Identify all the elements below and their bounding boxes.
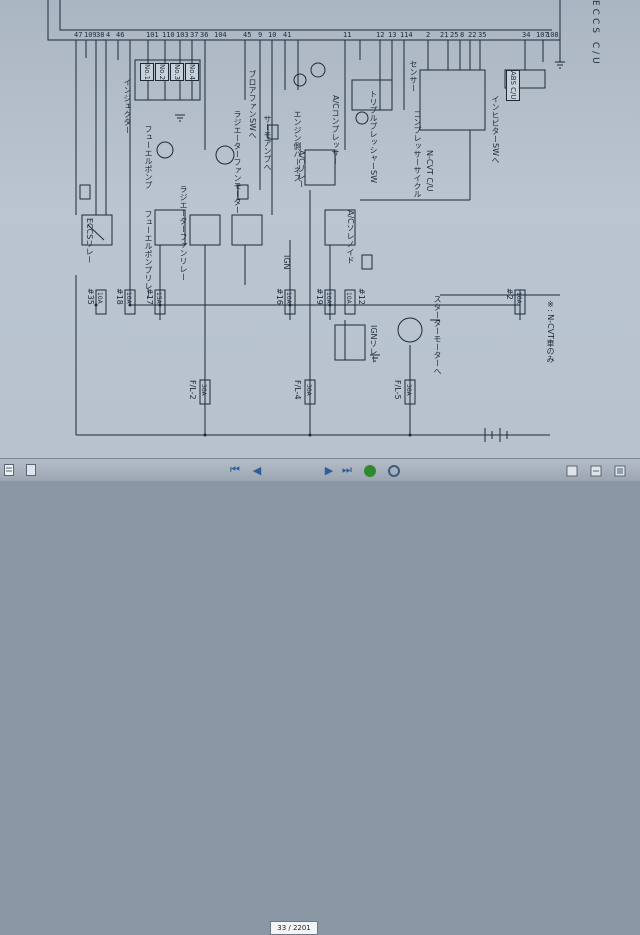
fuel-pump-relay-label: フューエルポンプリレー	[144, 210, 153, 298]
last-page-icon[interactable]: ⏭	[342, 463, 352, 476]
pin-114: 114	[400, 31, 413, 39]
injector-label: インジェクター	[123, 78, 132, 134]
fuse-2-rating: 10A	[515, 292, 522, 304]
fuse-18: #18	[115, 288, 124, 305]
pin-36: 36	[200, 31, 209, 39]
pin-10: 10	[268, 31, 277, 39]
tool-icon-2[interactable]	[590, 464, 602, 478]
tool-icon-3[interactable]	[614, 464, 626, 478]
tool-icon-1[interactable]	[566, 464, 578, 478]
pin-13: 13	[388, 31, 397, 39]
pin-2: 2	[426, 31, 431, 39]
ign-label: IGN	[282, 255, 291, 270]
radiator-fan-motor-label: ラジエーターファンモーター	[233, 110, 242, 214]
fusible-link-4: F/L-4	[293, 380, 302, 400]
fuse-17-rating: 15A	[155, 292, 162, 304]
page-number-field[interactable]: 33 / 2201	[270, 921, 318, 935]
pin-9: 9	[258, 31, 263, 39]
fuse-2: #2	[505, 288, 514, 300]
abs-cu-label: ABS C/U	[506, 70, 520, 101]
injector-2: No.2	[155, 63, 169, 82]
pin-110: 110	[162, 31, 175, 39]
previous-page-icon[interactable]: ◀	[252, 463, 262, 477]
ac-compressor-label: A/Cコンプレッサー	[331, 95, 340, 165]
fusible-link-2-rating: 30A	[200, 384, 207, 396]
pin-35: 35	[478, 31, 487, 39]
refresh-icon[interactable]	[388, 464, 400, 478]
inhibitor-sw-label: インヒビターSWへ	[491, 95, 500, 164]
pin-37: 37	[190, 31, 199, 39]
go-icon[interactable]	[364, 464, 376, 478]
fuse-12-rating: 10A	[345, 292, 352, 304]
fuse-19: #19	[315, 288, 324, 305]
injector-1: No.1	[140, 63, 154, 82]
ign-relay-label: IGNリレー	[369, 325, 378, 364]
pin-34: 34	[522, 31, 531, 39]
pin-38: 38	[96, 31, 105, 39]
thermo-amp-label: サーモアンプへ	[263, 115, 272, 171]
eccs-relay-label: ECCSリレー	[85, 218, 94, 264]
footnote: ※: N-CVT車のみ	[546, 300, 555, 364]
document-page: ECCS C/U ABS C/U 47 109 38 4 46 101 110 …	[0, 0, 640, 458]
ac-relay-label: A/Cリレー	[297, 150, 306, 188]
pin-25: 25	[450, 31, 459, 39]
injector-4: No.4	[185, 63, 199, 82]
fuse-16-rating: 10A	[285, 292, 292, 304]
blower-fan-label: ブロアファンSWへ	[248, 70, 257, 139]
pin-11: 11	[343, 31, 352, 39]
fuse-17: #17	[145, 288, 154, 305]
wiring-diagram	[47, 0, 565, 442]
pin-21: 21	[440, 31, 449, 39]
pin-109: 109	[84, 31, 97, 39]
pin-107: 107	[536, 31, 549, 39]
radiator-fan-relay-label: ラジエーターファンリレー	[179, 185, 188, 281]
starter-label: スターターモーターへ	[433, 295, 442, 375]
pin-12: 12	[376, 31, 385, 39]
ncvt-cu-label: N-CVT C/U	[425, 150, 434, 192]
pin-4: 4	[106, 31, 111, 39]
engine-harness-label: エンジン側ハーネス	[293, 110, 302, 182]
fusible-link-5: F/L-5	[393, 380, 402, 400]
next-page-icon[interactable]: ▶	[324, 463, 334, 477]
fusible-link-5-rating: 30A	[405, 384, 412, 396]
pin-22: 22	[468, 31, 477, 39]
first-page-icon[interactable]: ⏮	[230, 463, 240, 476]
compressor-cycle-label: コンプレッサーサイクル	[413, 110, 422, 198]
ac-solenoid-label: A/Cソレノイド	[346, 210, 355, 264]
fuel-pump-label: フューエルポンプ	[144, 125, 153, 189]
fuse-12: #12	[357, 288, 366, 305]
pin-101: 101	[146, 31, 159, 39]
ecu-title: ECCS C/U	[590, 0, 600, 67]
pin-103: 103	[176, 31, 189, 39]
fuse-35-rating: 10A	[96, 292, 103, 304]
pin-8: 8	[460, 31, 465, 39]
pin-41: 41	[283, 31, 292, 39]
fuse-35: #35	[86, 288, 95, 305]
viewer-toolbar: ⏮ ◀ 33 / 2201 ▶ ⏭	[0, 458, 640, 935]
fuse-18-rating: 10A	[125, 292, 132, 304]
sensor-label: センサー	[409, 60, 418, 92]
injector-3: No.3	[170, 63, 184, 82]
fusible-link-2: F/L-2	[188, 380, 197, 400]
pin-108: 108	[546, 31, 559, 39]
fuse-19-rating: 10A	[325, 292, 332, 304]
fuse-16: #16	[275, 288, 284, 305]
app-icon[interactable]	[4, 464, 14, 476]
pin-47: 47	[74, 31, 83, 39]
triple-pressure-label: トリプルプレッシャーSW	[369, 90, 378, 183]
document-icon[interactable]	[26, 464, 36, 476]
pin-45: 45	[243, 31, 252, 39]
pin-46: 46	[116, 31, 125, 39]
fusible-link-4-rating: 30A	[305, 384, 312, 396]
pin-104: 104	[214, 31, 227, 39]
